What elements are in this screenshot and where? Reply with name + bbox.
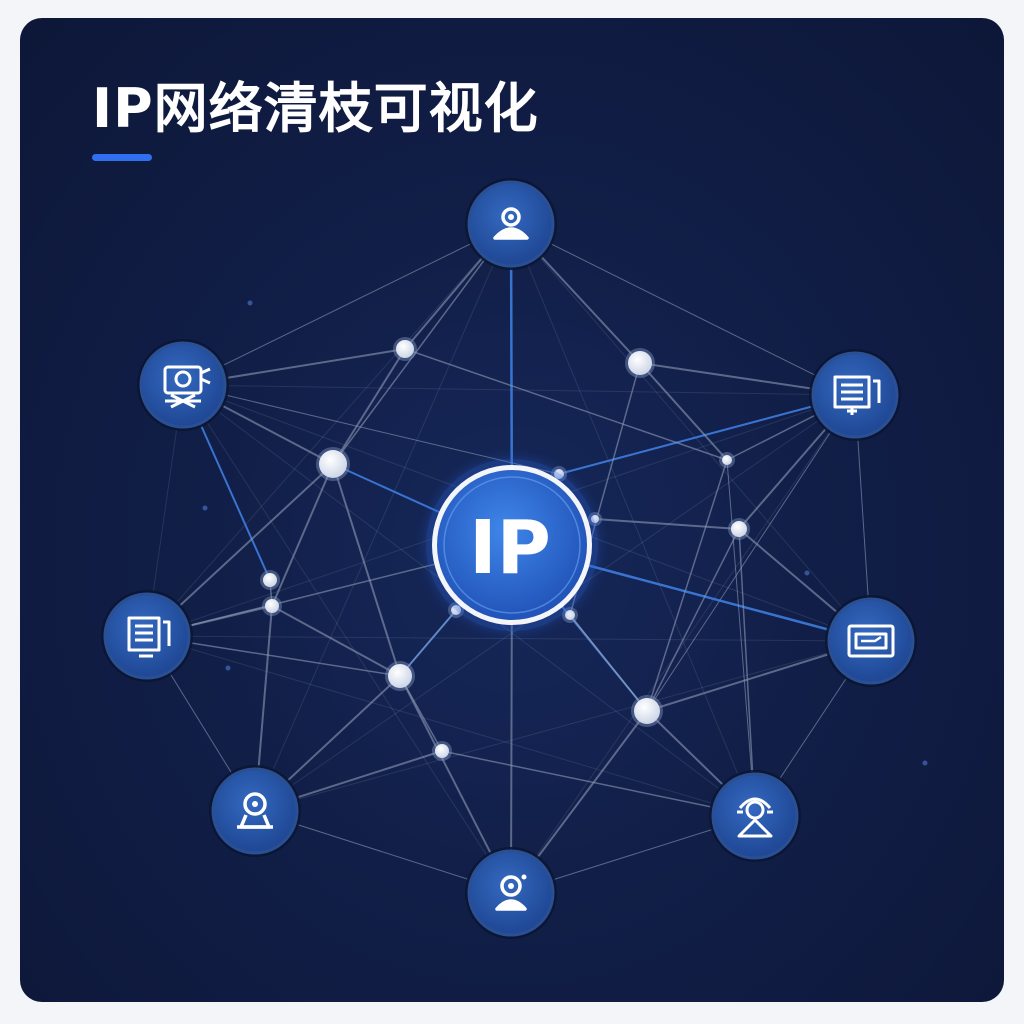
document-monitor-icon: [833, 375, 881, 415]
network-link: [510, 223, 856, 396]
network-link: [726, 459, 756, 817]
document-monitor-icon: [127, 616, 171, 658]
background-link: [510, 394, 856, 894]
background-link: [146, 635, 756, 817]
network-link: [332, 223, 512, 465]
network-link: [441, 750, 756, 817]
background-link: [254, 640, 872, 812]
background-link: [510, 223, 872, 642]
background-link: [146, 635, 872, 642]
background-link: [254, 223, 512, 812]
junction-dot: [432, 741, 452, 761]
junction-dot: [625, 348, 655, 378]
icon-node-left: [101, 590, 193, 682]
network-link: [271, 463, 334, 607]
junction-dot: [316, 447, 350, 481]
network-diagram: IP: [101, 178, 928, 939]
icon-node-bottom: [465, 847, 557, 939]
junction-dot: [719, 452, 735, 468]
network-link: [569, 614, 648, 712]
screen-card-icon: [847, 624, 895, 658]
background-link: [510, 223, 756, 817]
ip-hub-node: IP: [426, 459, 598, 631]
camera-person-icon: [163, 365, 211, 409]
icon-node-lower-left: [209, 765, 301, 857]
icon-node-lower-right: [709, 770, 801, 862]
network-link: [182, 223, 512, 386]
junction-dot: [385, 661, 415, 691]
network-link: [332, 463, 401, 677]
webcam-person-icon: [237, 792, 273, 829]
network-link: [646, 459, 728, 712]
junction-dot: [728, 518, 750, 540]
network-link: [399, 609, 457, 677]
network-link: [182, 384, 560, 475]
diagram-card: IP网络清枝可视化: [20, 18, 1004, 1002]
network-link: [646, 394, 856, 712]
location-person-icon: [493, 207, 529, 240]
ambient-speck: [247, 300, 253, 306]
background-link: [182, 384, 512, 894]
network-link: [399, 675, 443, 752]
icon-node-upper-left: [137, 339, 229, 431]
icon-node-upper-right: [809, 349, 901, 441]
network-link: [404, 348, 728, 461]
location-person-icon: [495, 874, 527, 911]
network-link: [738, 528, 756, 817]
junction-dot: [260, 570, 280, 590]
network-link: [594, 518, 740, 530]
icon-node-right: [825, 595, 917, 687]
junction-dot: [631, 695, 663, 727]
background-link: [146, 223, 512, 637]
hub-label: IP: [469, 505, 551, 591]
background-link: [182, 384, 856, 396]
person-headset-icon: [737, 797, 773, 838]
junction-dot: [393, 337, 417, 361]
network-link: [639, 362, 728, 461]
background-links: [146, 223, 872, 894]
network-link: [558, 394, 856, 475]
title-underline: [92, 154, 152, 161]
ambient-speck: [202, 505, 208, 511]
ambient-speck: [804, 570, 810, 576]
page-title: IP网络清枝可视化: [92, 77, 539, 140]
ambient-speck: [225, 665, 231, 671]
ambient-speck: [922, 760, 928, 766]
icon-node-top: [465, 178, 557, 270]
network-link: [332, 348, 406, 465]
junction-dot: [262, 596, 282, 616]
network-link: [646, 528, 740, 712]
network-link: [271, 605, 401, 677]
